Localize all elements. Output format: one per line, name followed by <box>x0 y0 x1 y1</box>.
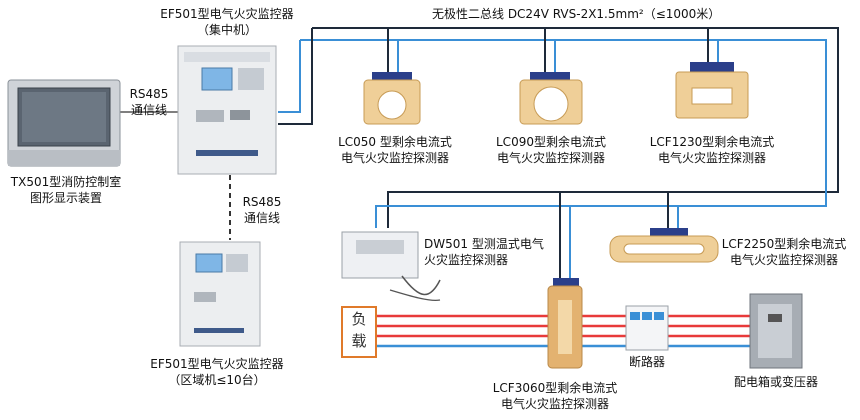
dw501-label-line2: 火灾监控探测器 <box>424 253 509 267</box>
lcf2250-label-line2: 电气火灾监控探测器 <box>729 253 838 267</box>
lcf2250-detector <box>609 228 719 263</box>
lcf1230-label-line2: 电气火灾监控探测器 <box>657 151 766 165</box>
bus-wiring <box>278 27 839 282</box>
lc050-label-line2: 电气火灾监控探测器 <box>340 151 449 165</box>
lc050-detector <box>363 72 421 125</box>
rs485-top-line1: RS485 <box>129 87 169 101</box>
load-label-line2: 载 <box>351 332 367 350</box>
graphic-display-device <box>7 79 121 167</box>
rs485-mid-line2: 通信线 <box>243 211 280 225</box>
dw501-label-line1: DW501 型测温式电气 <box>424 237 544 251</box>
breaker-label: 断路器 <box>628 355 665 369</box>
lcf3060-label-line2: 电气火灾监控探测器 <box>500 397 609 411</box>
bus-wire-dark <box>312 27 839 228</box>
display-subtitle: 图形显示装置 <box>29 191 102 205</box>
lcf2250-label-line1: LCF2250型剩余电流式 <box>721 237 847 251</box>
bus-wire-blue <box>300 39 827 228</box>
circuit-breaker <box>625 305 669 351</box>
dw501-module <box>341 231 441 301</box>
lc090-label-line2: 电气火灾监控探测器 <box>496 151 605 165</box>
lcf3060-detector <box>547 278 583 369</box>
regional-controller-title: EF501型电气火灾监控器 <box>150 357 284 371</box>
cabinet-label: 配电箱或变压器 <box>733 375 818 389</box>
lcf1230-detector <box>675 62 749 119</box>
load-box: 负 载 <box>341 306 377 358</box>
lc090-label-line1: LC090型剩余电流式 <box>496 135 606 149</box>
bus-wire-dark-drop <box>278 28 313 125</box>
lcf1230-label-line1: LCF1230型剩余电流式 <box>649 135 775 149</box>
display-title: TX501型消防控制室 <box>10 175 122 189</box>
lc050-label-line1: LC050 型剩余电流式 <box>338 135 452 149</box>
regional-controller-cabinet <box>179 241 261 347</box>
regional-controller-subtitle: （区域机≤10台） <box>168 373 266 387</box>
rs485-links <box>120 111 231 240</box>
central-controller-cabinet <box>177 45 277 175</box>
bus-label: 无极性二总线 DC24V RVS-2X1.5mm²（≤1000米） <box>432 7 721 21</box>
bus-wire-blue-drop <box>278 40 301 113</box>
rs485-top-line2: 通信线 <box>130 103 167 117</box>
distribution-cabinet <box>749 293 803 369</box>
central-controller-subtitle: （集中机） <box>196 23 257 37</box>
lcf3060-label-line1: LCF3060型剩余电流式 <box>492 381 618 395</box>
lc090-detector <box>519 72 583 125</box>
load-label-line1: 负 <box>351 310 367 328</box>
central-controller-title: EF501型电气火灾监控器 <box>160 7 294 21</box>
rs485-mid-line1: RS485 <box>242 195 282 209</box>
